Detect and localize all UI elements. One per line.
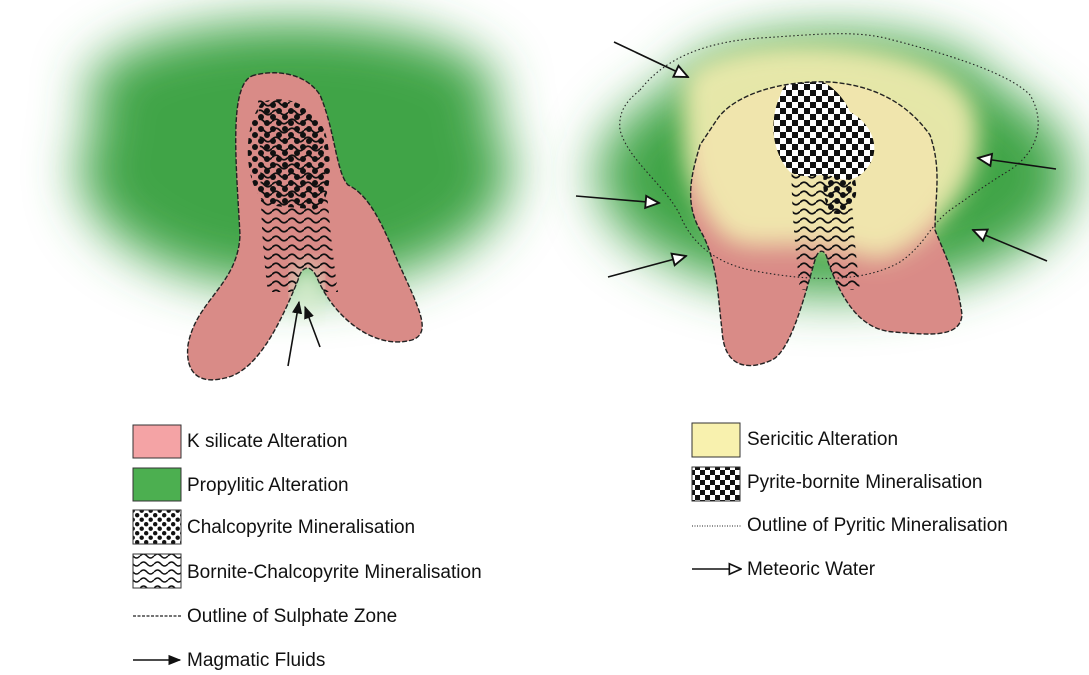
legend-item-sulphate-outline: Outline of Sulphate Zone bbox=[133, 606, 397, 627]
legend-item-meteoric-water: Meteoric Water bbox=[692, 559, 876, 580]
legend-item-chalcopyrite: Chalcopyrite Mineralisation bbox=[133, 510, 415, 544]
legend-label-pyritic-outline: Outline of Pyritic Mineralisation bbox=[747, 515, 1008, 536]
meteoric-arrow-3 bbox=[608, 256, 686, 277]
legend-left: K silicate Alteration Propylitic Alterat… bbox=[133, 425, 482, 671]
legend-label-meteoric-water: Meteoric Water bbox=[747, 559, 876, 580]
left-stage-diagram bbox=[80, 22, 510, 380]
legend-right: Sericitic Alteration Pyrite-bornite Mine… bbox=[692, 423, 1008, 580]
k-silicate-swatch bbox=[133, 425, 181, 458]
legend-item-sericitic: Sericitic Alteration bbox=[692, 423, 898, 457]
legend-item-magmatic-fluids: Magmatic Fluids bbox=[133, 650, 325, 671]
legend-item-k-silicate: K silicate Alteration bbox=[133, 425, 348, 458]
right-stage-diagram bbox=[576, 32, 1073, 366]
legend-label-propylitic: Propylitic Alteration bbox=[187, 475, 349, 496]
legend-label-chalcopyrite: Chalcopyrite Mineralisation bbox=[187, 517, 415, 538]
pyrite-bornite-swatch bbox=[692, 467, 740, 501]
legend-item-pyrite-bornite: Pyrite-bornite Mineralisation bbox=[692, 467, 983, 501]
legend-label-pyrite-bornite: Pyrite-bornite Mineralisation bbox=[747, 472, 983, 493]
propylitic-swatch bbox=[133, 468, 181, 501]
legend-label-k-silicate: K silicate Alteration bbox=[187, 431, 348, 452]
sericitic-swatch bbox=[692, 423, 740, 457]
legend-item-pyritic-outline: Outline of Pyritic Mineralisation bbox=[692, 515, 1008, 536]
magmatic-arrow-1 bbox=[288, 302, 299, 366]
legend-label-sericitic: Sericitic Alteration bbox=[747, 429, 898, 450]
legend-label-sulphate-outline: Outline of Sulphate Zone bbox=[187, 606, 397, 627]
legend-label-magmatic-fluids: Magmatic Fluids bbox=[187, 650, 325, 671]
legend-label-bornite-chalcopyrite: Bornite-Chalcopyrite Mineralisation bbox=[187, 562, 482, 583]
legend-item-bornite-chalcopyrite: Bornite-Chalcopyrite Mineralisation bbox=[133, 554, 482, 588]
bornite-chalcopyrite-swatch bbox=[133, 554, 181, 588]
chalcopyrite-swatch bbox=[133, 510, 181, 544]
legend-item-propylitic: Propylitic Alteration bbox=[133, 468, 349, 501]
